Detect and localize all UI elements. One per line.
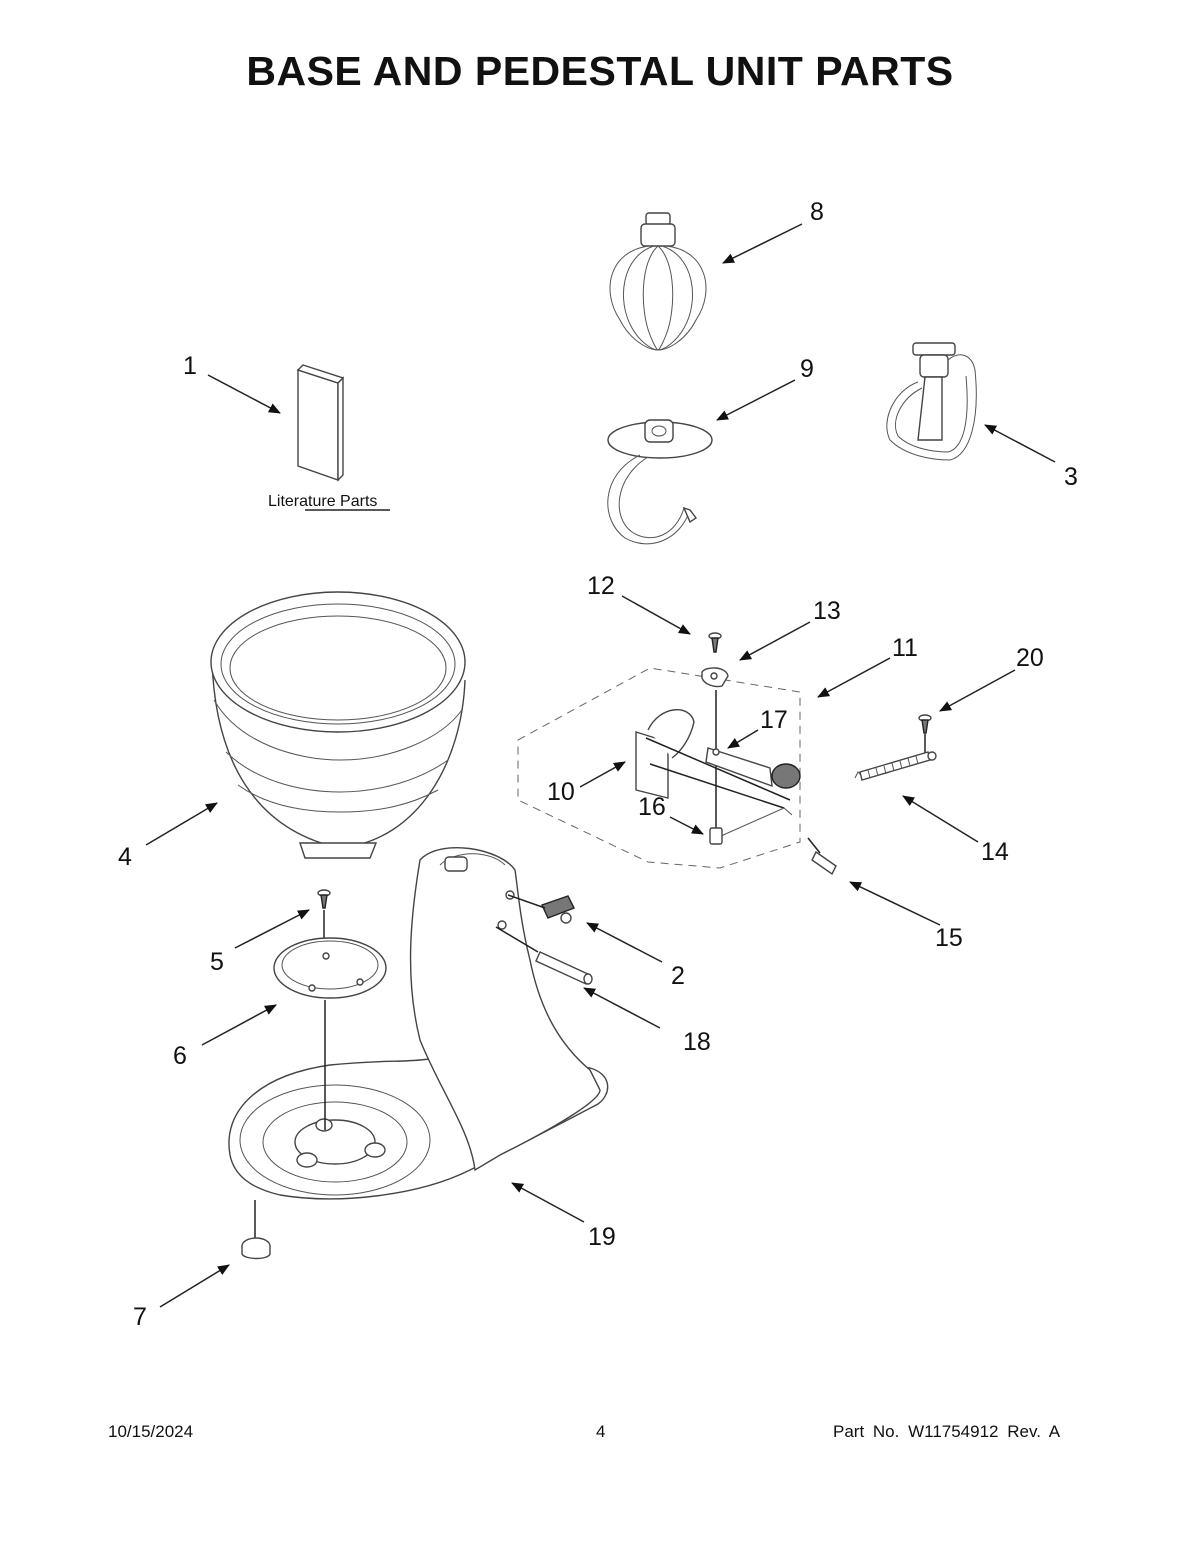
callout-16: 16: [638, 793, 666, 821]
callout-20: 20: [1016, 644, 1044, 672]
footer-page-number: 4: [596, 1422, 606, 1441]
callout-19: 19: [588, 1223, 616, 1251]
part-wire-whip: [609, 212, 707, 351]
callout-6: 6: [173, 1042, 187, 1070]
part-screw-5: [317, 889, 331, 909]
part-lever-2: [541, 895, 575, 924]
part-bowl: [210, 591, 466, 859]
part-lock-lever-17: [705, 747, 801, 789]
part-bottom-plate: [273, 937, 387, 999]
footer-date: 10/15/2024: [108, 1422, 194, 1441]
callout-arrows: [145, 223, 1056, 1308]
part-washer-13: [701, 667, 729, 688]
part-hinge-bracket-10: [635, 709, 793, 841]
callout-18: 18: [683, 1028, 711, 1056]
callout-3: 3: [1064, 463, 1078, 491]
callout-9: 9: [800, 355, 814, 383]
leader-lever-2: [507, 894, 546, 909]
part-dough-hook: [607, 419, 713, 545]
callout-1: 1: [183, 352, 197, 380]
page-title: BASE AND PEDESTAL UNIT PARTS: [246, 48, 954, 94]
callout-17: 17: [760, 706, 788, 734]
callout-8: 8: [810, 198, 824, 226]
part-flat-beater: [886, 342, 977, 461]
callout-14: 14: [981, 838, 1009, 866]
part-pedestal-base: [228, 847, 609, 1200]
subassembly-outline: [517, 667, 801, 869]
callout-2: 2: [671, 962, 685, 990]
leader-pin-18: [495, 926, 539, 953]
callout-10: 10: [547, 778, 575, 806]
part-spring-14: [854, 751, 937, 781]
callout-11: 11: [892, 634, 918, 662]
callout-15: 15: [935, 924, 963, 952]
part-screw-12: [708, 632, 722, 653]
literature-parts-label: Literature Parts: [268, 493, 377, 510]
callout-12: 12: [587, 572, 615, 600]
part-hinge-pin-18: [535, 951, 593, 985]
callout-5: 5: [210, 948, 224, 976]
callout-13: 13: [813, 597, 841, 625]
callout-4: 4: [118, 843, 132, 871]
part-literature-booklet: [296, 364, 345, 482]
callout-7: 7: [133, 1303, 147, 1331]
part-foot: [241, 1237, 271, 1260]
part-screw-20: [918, 714, 932, 734]
part-pin-15: [811, 850, 837, 876]
leader-pin-15: [807, 837, 821, 854]
footer-part-number: Part No. W11754912 Rev. A: [833, 1422, 1061, 1441]
